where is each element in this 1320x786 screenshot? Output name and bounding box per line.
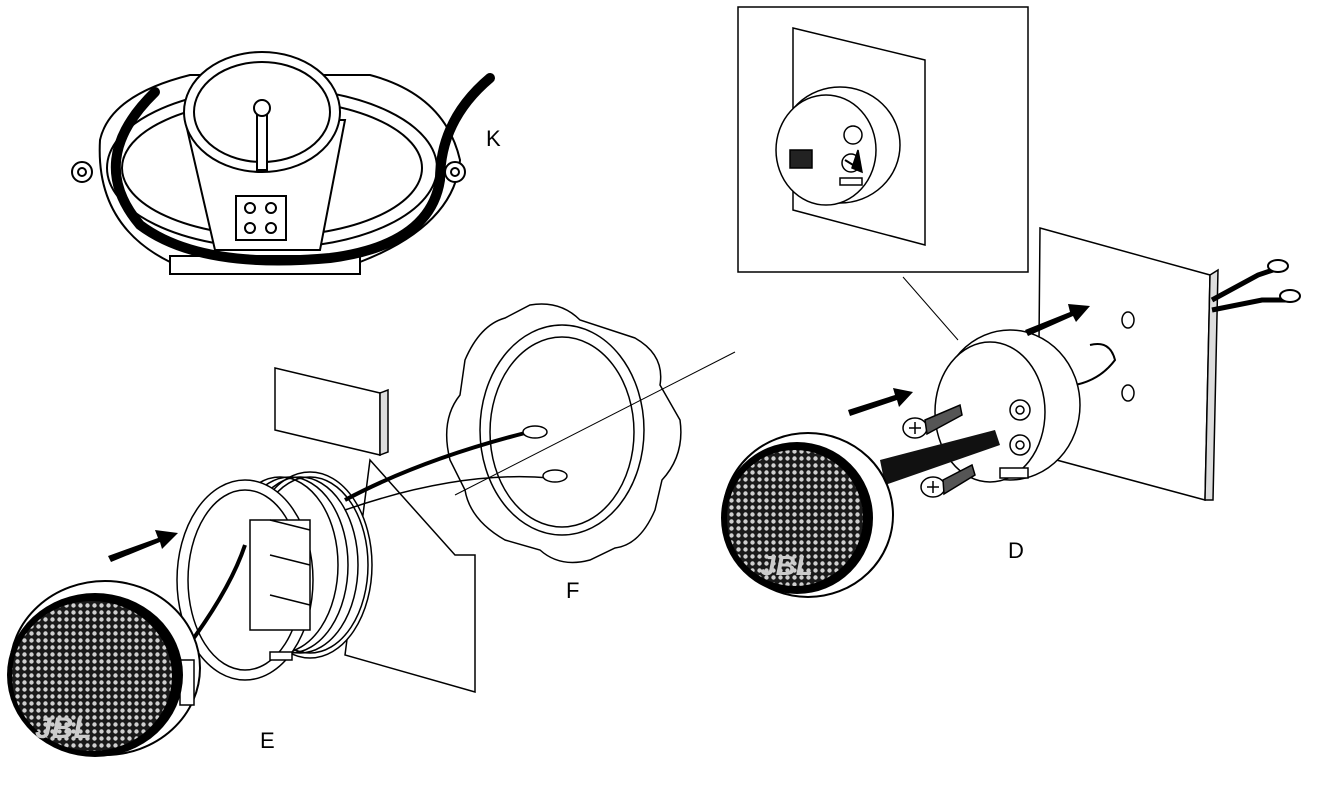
jbl-logo-d: JBL [760, 550, 813, 581]
inset-detail [737, 6, 1029, 273]
tweeter-d [721, 430, 1000, 598]
speaker-wire [110, 73, 495, 266]
panel-e [274, 367, 476, 693]
axis-line [454, 351, 736, 496]
jbl-logo-e: JBL [35, 712, 92, 745]
arrows-d [848, 304, 1090, 416]
arrow-e [108, 530, 178, 562]
label-e: E [260, 728, 275, 753]
screws [902, 403, 976, 498]
locking-ring-f [445, 303, 682, 564]
leader-line [902, 276, 959, 341]
speaker-k [71, 51, 466, 275]
label-k: K [486, 126, 501, 151]
label-f: F [566, 578, 580, 603]
threaded-cup-e [176, 471, 373, 681]
label-d: D [1008, 538, 1024, 563]
tweeter-e [7, 580, 201, 757]
